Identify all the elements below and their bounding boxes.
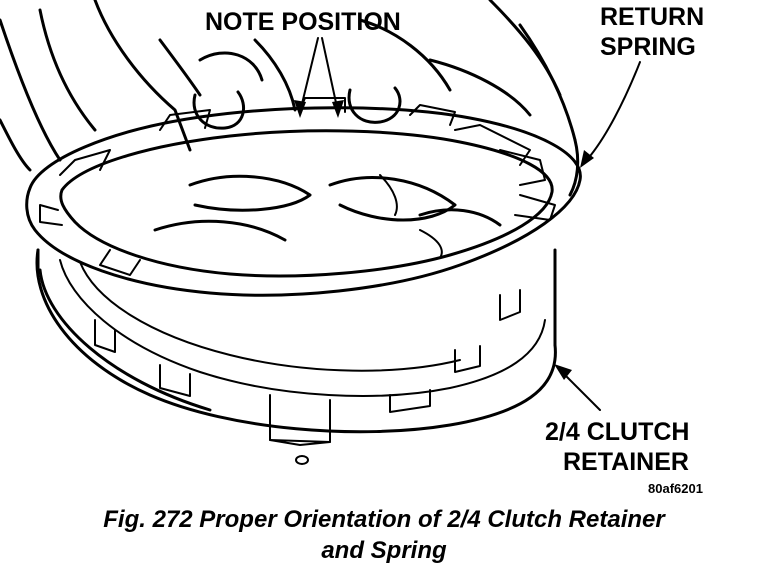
figure-caption-line2: and Spring xyxy=(321,537,447,564)
leader-arrows xyxy=(294,37,641,411)
drawing-id: 80af6201 xyxy=(648,481,703,496)
hands-illustration xyxy=(0,0,580,259)
note-position-label: NOTE POSITION xyxy=(205,8,401,36)
clutch-retainer-label-line2: RETAINER xyxy=(563,448,689,476)
figure-caption-line1: Fig. 272 Proper Orientation of 2/4 Clutc… xyxy=(103,506,665,533)
clutch-retainer-drum xyxy=(35,248,557,465)
clutch-retainer-label-line1: 2/4 CLUTCH xyxy=(545,418,689,446)
return-spring-ring xyxy=(25,97,582,297)
return-spring-label-line1: RETURN xyxy=(600,3,704,31)
return-spring-label-line2: SPRING xyxy=(600,33,696,61)
